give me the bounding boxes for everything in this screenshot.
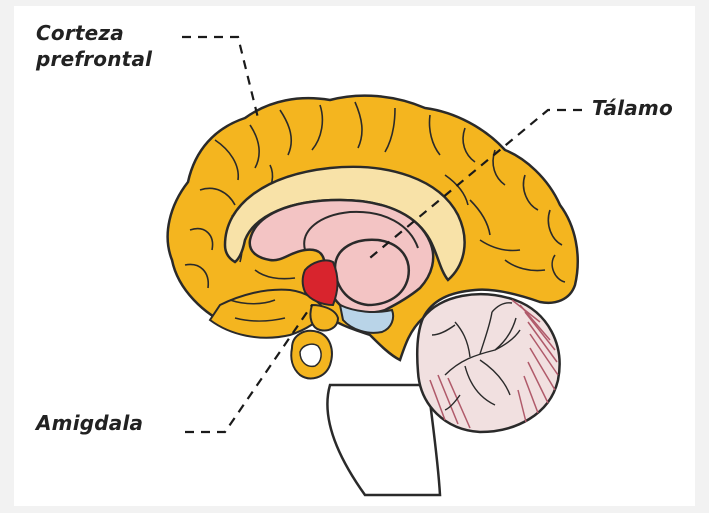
brain-stem — [327, 385, 440, 495]
thalamus — [335, 240, 409, 305]
label-corteza-line1: Corteza — [36, 20, 152, 46]
label-corteza-prefrontal: Corteza prefrontal — [36, 20, 152, 72]
cerebellum — [417, 294, 559, 432]
pituitary-inner — [300, 344, 321, 366]
label-amigdala: Amigdala — [36, 410, 143, 436]
label-talamo: Tálamo — [592, 95, 673, 121]
label-corteza-line2: prefrontal — [36, 46, 152, 72]
leader-line-corteza — [182, 37, 258, 118]
